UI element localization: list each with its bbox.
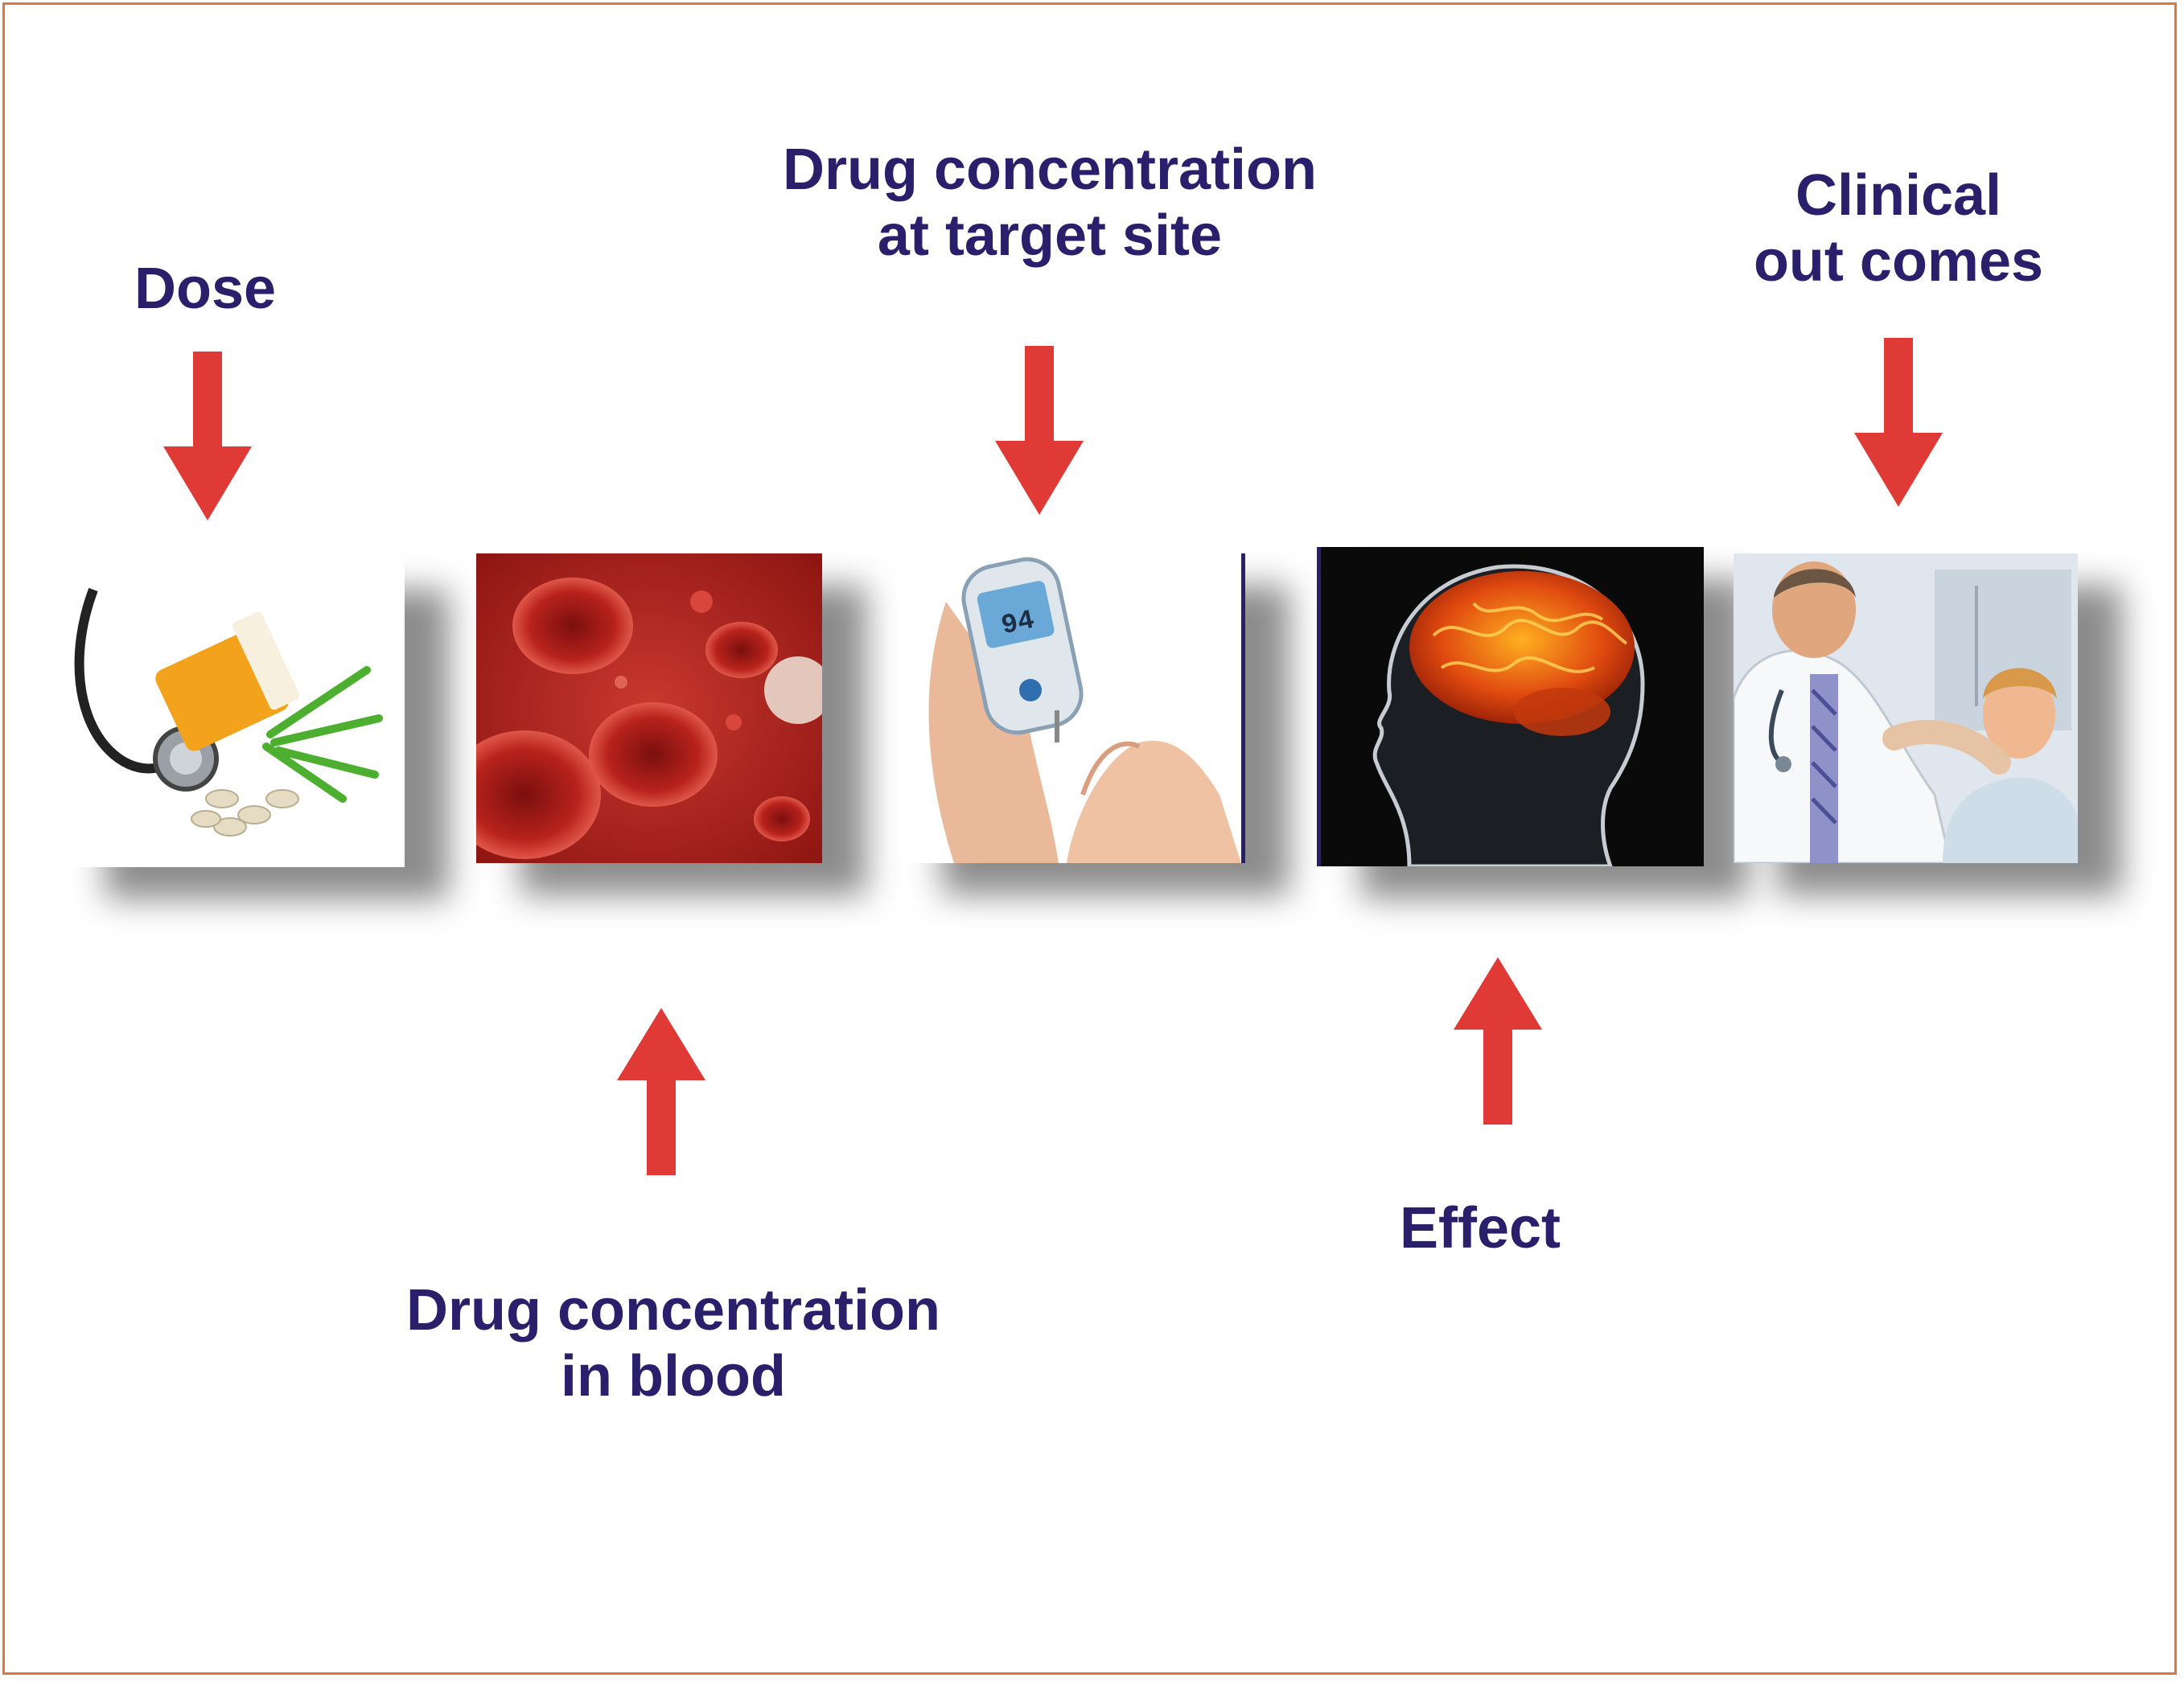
label-blood: Drug concentration in blood — [352, 1277, 995, 1409]
arrow-down-outcomes-icon — [1854, 338, 1943, 507]
arrow-up-effect-icon — [1454, 957, 1542, 1125]
brain-image — [1321, 547, 1704, 866]
arrow-up-blood-icon — [617, 1008, 705, 1175]
arrow-down-target-icon — [995, 346, 1084, 515]
label-target-site-line2: at target site — [877, 204, 1223, 268]
label-effect: Effect — [1359, 1195, 1601, 1261]
doctor-patient-image — [1734, 553, 2078, 863]
tile-dose — [61, 557, 405, 867]
arrow-down-dose-icon — [163, 352, 252, 520]
label-blood-line1: Drug concentration — [405, 1278, 941, 1343]
tile-target-site: 94 — [898, 553, 1245, 863]
glucose-meter-image: 94 — [898, 553, 1241, 863]
pills-stethoscope-image — [61, 557, 405, 867]
label-clinical-outcomes-line1: Clinical — [1795, 163, 2002, 228]
tile-effect — [1317, 547, 1704, 866]
tile-clinical-outcomes — [1734, 553, 2078, 863]
meter-reading: 94 — [999, 606, 1038, 643]
label-dose: Dose — [88, 256, 322, 322]
label-blood-line2: in blood — [561, 1344, 786, 1409]
label-target-site: Drug concentration at target site — [728, 137, 1372, 269]
label-target-site-line1: Drug concentration — [782, 138, 1318, 202]
tile-blood — [476, 553, 822, 863]
label-clinical-outcomes: Clinical out comes — [1705, 162, 2091, 294]
red-blood-cells-image — [476, 553, 822, 863]
label-dose-line1: Dose — [134, 257, 277, 321]
label-effect-line1: Effect — [1399, 1196, 1561, 1260]
label-clinical-outcomes-line2: out comes — [1753, 229, 2044, 294]
